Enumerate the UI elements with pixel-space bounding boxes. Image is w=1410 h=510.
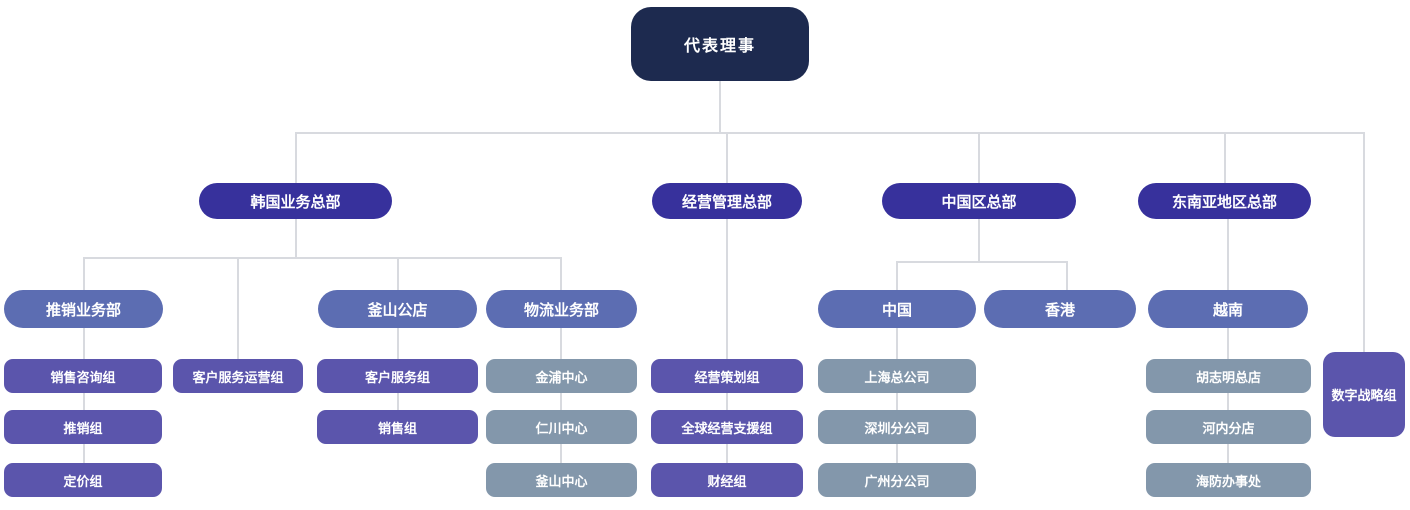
org-node-busan-store-dept: 釜山公店 <box>318 290 477 328</box>
connector-line <box>295 219 297 258</box>
connector-line <box>560 444 562 463</box>
org-node-sales-team: 销售组 <box>317 410 478 444</box>
connector-line <box>560 258 562 290</box>
connector-line <box>237 258 239 359</box>
org-node-cs-operations-team: 客户服务运营组 <box>173 359 303 393</box>
connector-line <box>83 393 85 410</box>
connector-line <box>896 261 1068 263</box>
connector-line <box>295 132 1365 134</box>
connector-line <box>726 444 728 463</box>
connector-line <box>295 133 297 183</box>
connector-line <box>1227 393 1229 410</box>
connector-line <box>978 133 980 183</box>
connector-line <box>726 393 728 410</box>
connector-line <box>1066 262 1068 290</box>
org-node-guangzhou-office: 广州分公司 <box>818 463 976 497</box>
connector-line <box>719 81 721 133</box>
org-node-region-hongkong: 香港 <box>984 290 1136 328</box>
connector-line <box>1227 444 1229 463</box>
org-node-haiphong-office: 海防办事处 <box>1146 463 1311 497</box>
org-node-region-china: 中国 <box>818 290 976 328</box>
connector-line <box>726 219 728 359</box>
org-node-korea-hq: 韩国业务总部 <box>199 183 392 219</box>
org-node-customer-service-team: 客户服务组 <box>317 359 478 393</box>
org-node-logistics-dept: 物流业务部 <box>486 290 637 328</box>
org-node-shenzhen-office: 深圳分公司 <box>818 410 976 444</box>
org-node-region-vietnam: 越南 <box>1148 290 1308 328</box>
org-node-marketing-dept: 推销业务部 <box>4 290 163 328</box>
connector-line <box>560 328 562 359</box>
connector-line <box>397 393 399 410</box>
connector-line <box>896 444 898 463</box>
org-node-gimpo-center: 金浦中心 <box>486 359 637 393</box>
connector-line <box>896 393 898 410</box>
connector-line <box>1224 133 1226 183</box>
org-node-finance-team: 财经组 <box>651 463 803 497</box>
connector-line <box>397 258 399 290</box>
connector-line <box>83 444 85 463</box>
org-node-management-hq: 经营管理总部 <box>652 183 802 219</box>
connector-line <box>896 262 898 290</box>
connector-line <box>397 328 399 359</box>
org-node-hanoi-store: 河内分店 <box>1146 410 1311 444</box>
org-node-incheon-center: 仁川中心 <box>486 410 637 444</box>
org-node-global-support-team: 全球经营支援组 <box>651 410 803 444</box>
org-node-biz-planning-team: 经营策划组 <box>651 359 803 393</box>
connector-line <box>560 393 562 410</box>
connector-line <box>1227 219 1229 290</box>
connector-line <box>83 257 562 259</box>
connector-line <box>978 219 980 262</box>
connector-line <box>896 328 898 359</box>
connector-line <box>83 328 85 359</box>
org-node-digital-strategy-team: 数字战略组 <box>1323 352 1405 437</box>
org-node-sea-hq: 东南亚地区总部 <box>1138 183 1311 219</box>
connector-line <box>1363 133 1365 352</box>
org-node-ceo: 代表理事 <box>631 7 809 81</box>
org-node-hochiminh-store: 胡志明总店 <box>1146 359 1311 393</box>
org-node-promotion-team: 推销组 <box>4 410 162 444</box>
connector-line <box>1227 328 1229 359</box>
org-node-busan-center: 釜山中心 <box>486 463 637 497</box>
connector-line <box>726 133 728 183</box>
org-node-sales-consulting-team: 销售咨询组 <box>4 359 162 393</box>
org-node-china-hq: 中国区总部 <box>882 183 1076 219</box>
connector-line <box>83 258 85 290</box>
org-node-pricing-team: 定价组 <box>4 463 162 497</box>
org-node-shanghai-office: 上海总公司 <box>818 359 976 393</box>
